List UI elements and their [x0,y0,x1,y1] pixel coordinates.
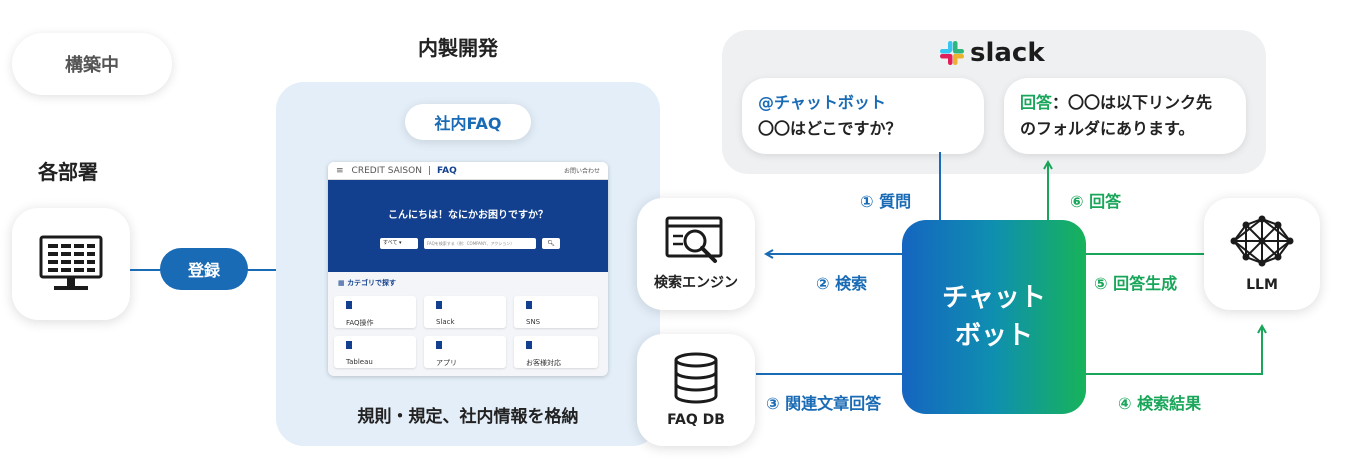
question-bubble: @チャットボット 〇〇はどこですか？ [742,78,984,154]
grid-icon: ▦ [338,279,348,287]
faq-category-label: FAQ操作 [346,319,374,327]
slack-logo: slack [938,38,1045,68]
chatbot-label-line1: チャット [942,283,1046,313]
faq-category-tile: Tableau [334,336,416,368]
question-text: 〇〇はどこですか？ [758,119,902,138]
answer-prefix: 回答 [1020,93,1053,112]
faq-search-input: FAQを検索する（例：COMPANY、アクション） [424,238,536,249]
status-badge: 構築中 [12,33,172,95]
faq-hero: こんにちは！なにかお困りですか？ すべて ▾ FAQを検索する（例：COMPAN… [328,180,608,272]
faq-category-select: すべて ▾ [380,238,418,249]
faq-brand: CREDIT SAISON [351,165,422,176]
faq-panel-caption: 規則・規定、社内情報を格納 [357,407,579,427]
faq-section: FAQ [436,165,457,176]
faq-category-tile: FAQ操作 [334,296,416,328]
faq-topbar: ≡ CREDIT SAISON | FAQ お問い合わせ [328,162,608,180]
llm-label: LLM [1246,277,1278,293]
slack-logo-text: slack [970,38,1045,68]
register-button: 登録 [160,248,248,290]
computer-monitor-icon [39,235,103,290]
faq-contact: お問い合わせ [563,168,600,175]
faq-hero-text: こんにちは！なにかお困りですか？ [388,210,548,221]
search-engine-label: 検索エンジン [654,275,738,291]
neural-network-icon [1230,215,1294,267]
step6-label: ⑥ 回答 [1070,192,1122,211]
register-label: 登録 [187,261,220,280]
search-engine-card: 検索エンジン [637,198,755,310]
faq-db-label: FAQ DB [667,412,725,428]
faq-category-tile: Slack [424,296,506,328]
llm-card: LLM [1204,198,1320,310]
faq-category-label: お客様対応 [526,359,561,367]
step2-label: ② 検索 [816,274,868,293]
faq-panel-title-text: 社内FAQ [434,114,502,133]
chatbot-box: チャット ボット [902,220,1086,414]
step5-label: ⑤ 回答生成 [1094,274,1178,293]
status-badge-label: 構築中 [65,55,119,76]
slack-panel: slack @チャットボット 〇〇はどこですか？ 回答：〇〇は以下リンク先 のフ… [722,30,1266,174]
hamburger-icon: ≡ [336,165,344,176]
step3-label: ③ 関連文章回答 [766,394,882,413]
faq-category-label: Slack [436,318,455,326]
step1-label: ① 質問 [860,192,912,211]
faq-category-tile: アプリ [424,336,506,368]
faq-search-placeholder: FAQを検索する（例：COMPANY、アクション） [427,241,515,246]
step4-arrow [1086,326,1262,375]
department-card [12,208,130,320]
database-icon [674,352,718,404]
faq-category-label: アプリ [436,359,457,367]
faq-category-label: SNS [526,318,541,326]
faq-panel: 社内FAQ ≡ CREDIT SAISON | FAQ お問い合わせ こんにちは… [276,82,660,446]
faq-category-heading: ▦ カテゴリで探す [338,278,396,288]
department-label: 各部署 [38,160,98,184]
faq-screenshot: ≡ CREDIT SAISON | FAQ お問い合わせ こんにちは！なにかお困… [328,162,608,376]
step4-label: ④ 検索結果 [1118,394,1202,413]
inhouse-title: 内製開発 [418,36,498,60]
slack-icon [940,41,964,65]
faq-search-button: 🔍︎ [542,238,560,249]
question-mention: @チャットボット [758,93,886,112]
faq-panel-title: 社内FAQ [405,104,531,140]
faq-category-heading-text: カテゴリで探す [347,279,397,287]
faq-select-value: すべて [383,240,398,246]
answer-line1: ：〇〇は以下リンク先 [1052,93,1213,112]
faq-db-card: FAQ DB [637,334,755,446]
faq-category-label: Tableau [346,358,373,366]
search-engine-icon [665,216,723,263]
chatbot-label-line2: ボット [954,321,1033,351]
answer-line2: のフォルダにあります。 [1020,119,1195,138]
faq-category-tile: SNS [514,296,598,328]
answer-bubble: 回答：〇〇は以下リンク先 のフォルダにあります。 [1004,78,1246,154]
faq-separator: | [427,165,431,176]
faq-category-tile: お客様対応 [514,336,598,368]
